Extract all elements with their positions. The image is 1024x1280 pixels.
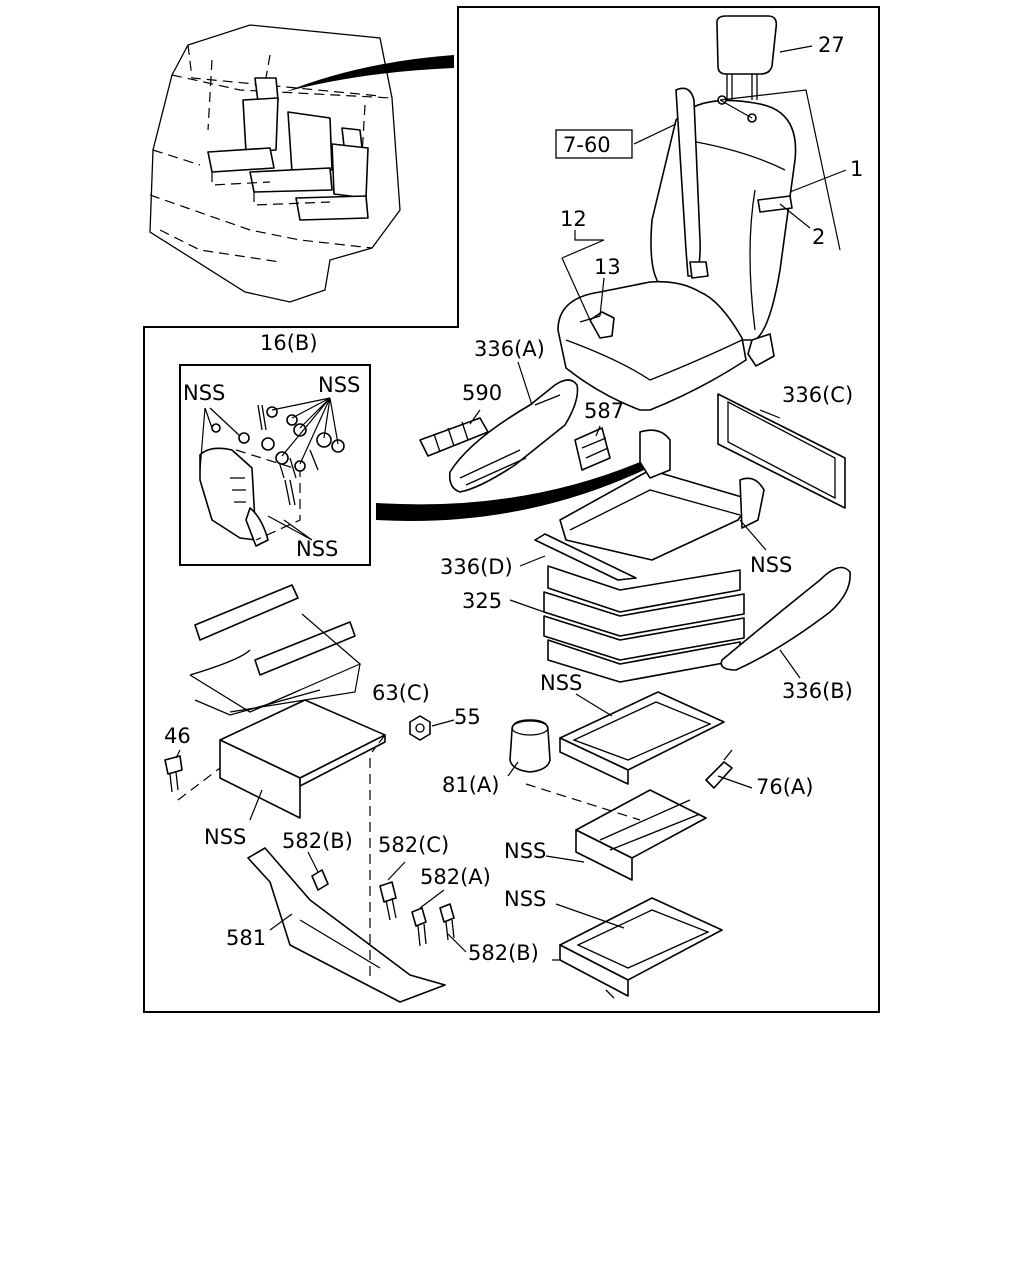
label-nss-b: NSS bbox=[318, 373, 360, 397]
label-12: 12 bbox=[560, 207, 587, 231]
detail-box-16b bbox=[179, 364, 371, 566]
bolts-582 bbox=[311, 869, 455, 947]
label-582b-lower: 582(B) bbox=[468, 941, 539, 965]
label-336b: 336(B) bbox=[782, 679, 853, 703]
label-55: 55 bbox=[454, 705, 481, 729]
slide-base-frame bbox=[552, 897, 723, 999]
label-81a: 81(A) bbox=[442, 773, 499, 797]
label-581: 581 bbox=[226, 926, 266, 950]
seat-back-panel-336c bbox=[717, 393, 846, 509]
air-spring-81a bbox=[509, 719, 551, 773]
label-nss-f: NSS bbox=[204, 825, 246, 849]
base-bracket bbox=[177, 699, 386, 819]
suspension-top-plate bbox=[559, 691, 725, 785]
seat-frame bbox=[534, 429, 765, 581]
diagram-frame bbox=[143, 6, 880, 1013]
label-587: 587 bbox=[584, 399, 624, 423]
label-336d: 336(D) bbox=[440, 555, 513, 579]
label-nss-c: NSS bbox=[296, 537, 338, 561]
label-46: 46 bbox=[164, 724, 191, 748]
label-336a: 336(A) bbox=[474, 337, 545, 361]
label-582b-upper: 582(B) bbox=[282, 829, 353, 853]
slide-rails-63c bbox=[189, 584, 356, 716]
seat-back-assembly bbox=[650, 15, 797, 367]
ref-box-7-60 bbox=[555, 129, 633, 159]
label-325: 325 bbox=[462, 589, 502, 613]
label-1: 1 bbox=[850, 157, 863, 181]
seat-cushion bbox=[557, 280, 747, 411]
label-582a: 582(A) bbox=[420, 865, 491, 889]
label-7-60: 7-60 bbox=[563, 133, 611, 157]
label-nss-d: NSS bbox=[750, 553, 792, 577]
seat-trim-336a bbox=[448, 379, 579, 493]
seat-trim-336b bbox=[720, 566, 851, 671]
bolt-46 bbox=[164, 755, 183, 793]
label-336c: 336(C) bbox=[782, 383, 853, 407]
label-nss-e: NSS bbox=[540, 671, 582, 695]
leader-lines bbox=[175, 45, 847, 953]
label-590: 590 bbox=[462, 381, 502, 405]
label-nss-h: NSS bbox=[504, 887, 546, 911]
label-76a: 76(A) bbox=[756, 775, 813, 799]
switch-587 bbox=[574, 427, 611, 471]
scissor-mechanism bbox=[575, 789, 707, 881]
label-13: 13 bbox=[594, 255, 621, 279]
suspension-bellows-325 bbox=[543, 565, 745, 683]
pointer-wedge-middle bbox=[376, 462, 644, 521]
label-63c: 63(C) bbox=[372, 681, 430, 705]
pointer-wedge-top bbox=[285, 55, 454, 92]
label-27: 27 bbox=[818, 33, 845, 57]
riser-581 bbox=[247, 847, 446, 1003]
damper-76a bbox=[705, 749, 733, 789]
switch-590 bbox=[419, 417, 489, 457]
label-nss-a: NSS bbox=[183, 381, 225, 405]
nut-55 bbox=[409, 715, 431, 741]
label-nss-g: NSS bbox=[504, 839, 546, 863]
label-582c: 582(C) bbox=[378, 833, 449, 857]
recliner-kit-illustration bbox=[199, 397, 345, 547]
label-16b: 16(B) bbox=[260, 331, 318, 355]
label-2: 2 bbox=[812, 225, 825, 249]
cab-overview-illustration bbox=[149, 24, 454, 303]
